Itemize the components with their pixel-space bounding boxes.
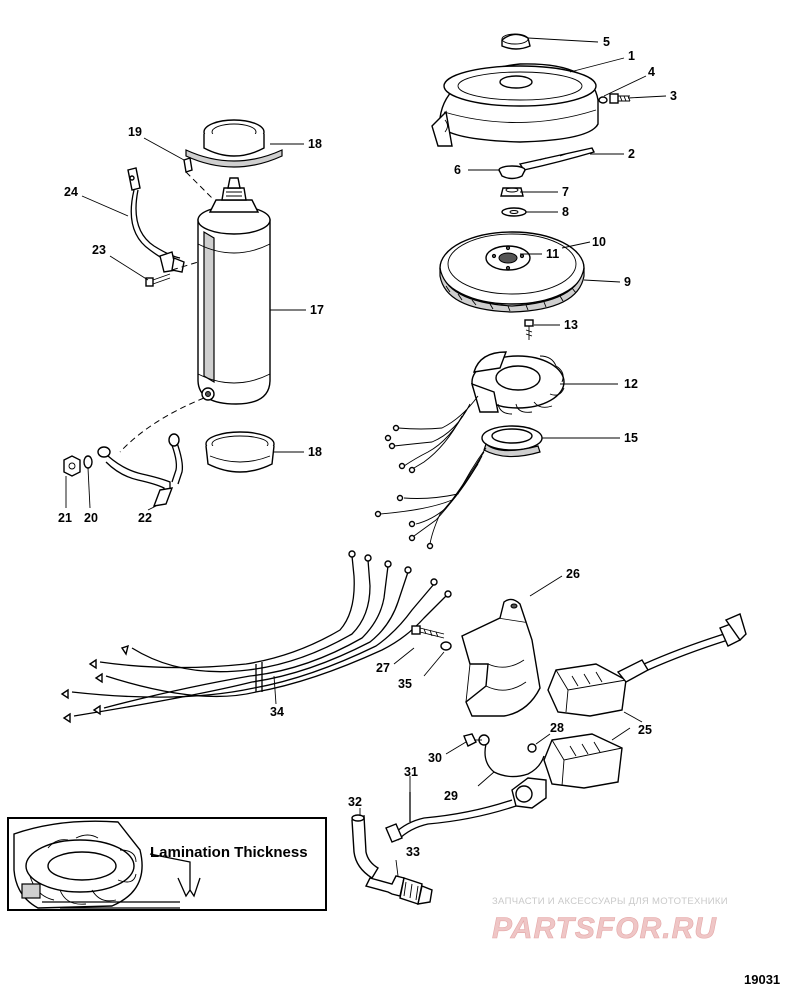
callout-6: 6 bbox=[454, 163, 461, 177]
callout-32: 32 bbox=[348, 795, 362, 809]
leader-lines bbox=[65, 37, 667, 877]
high-tension-lead bbox=[385, 792, 517, 843]
callout-7: 7 bbox=[562, 185, 569, 199]
ground-nut bbox=[63, 455, 81, 477]
callout-31: 31 bbox=[404, 765, 418, 779]
starter-collar-bottom bbox=[205, 431, 275, 473]
callout-22: 22 bbox=[138, 511, 152, 525]
bracket-washer bbox=[440, 641, 452, 651]
screw-and-washer bbox=[598, 93, 631, 104]
callout-5: 5 bbox=[603, 35, 610, 49]
stator-leads bbox=[384, 395, 479, 474]
callout-3: 3 bbox=[670, 89, 677, 103]
callout-34: 34 bbox=[270, 705, 284, 719]
ground-lead bbox=[478, 734, 545, 778]
assembly-line bbox=[171, 261, 199, 271]
ignition-coil-upper bbox=[547, 613, 747, 717]
callout-1: 1 bbox=[628, 49, 635, 63]
callout-19: 19 bbox=[128, 125, 142, 139]
spacer-nut-washer bbox=[498, 165, 527, 217]
callout-26: 26 bbox=[566, 567, 580, 581]
callout-29: 29 bbox=[444, 789, 458, 803]
terminal-clip bbox=[183, 157, 193, 173]
callout-21: 21 bbox=[58, 511, 72, 525]
callout-24: 24 bbox=[64, 185, 78, 199]
ground-cable bbox=[97, 433, 184, 507]
mounting-band bbox=[518, 147, 596, 171]
callout-18-top: 18 bbox=[308, 137, 322, 151]
figure-number: 19031 bbox=[744, 972, 780, 987]
callout-11: 11 bbox=[546, 247, 559, 261]
lamination-thickness-label: Lamination Thickness bbox=[150, 844, 308, 861]
trigger-leads bbox=[374, 447, 487, 550]
callout-10: 10 bbox=[592, 235, 606, 249]
callout-33: 33 bbox=[406, 845, 420, 859]
ground-washer bbox=[83, 455, 93, 469]
watermark-logo: PARTSFOR.RU bbox=[492, 912, 717, 945]
flywheel bbox=[439, 231, 585, 313]
callout-30: 30 bbox=[428, 751, 442, 765]
coil-bracket bbox=[461, 598, 541, 717]
callout-17: 17 bbox=[310, 303, 324, 317]
assembly-line bbox=[119, 397, 205, 453]
cable-screw bbox=[145, 273, 171, 287]
watermark-tagline: ЗАПЧАСТИ И АКСЕССУАРЫ ДЛЯ МОТОТЕХНИКИ bbox=[492, 896, 728, 907]
callout-9: 9 bbox=[624, 275, 631, 289]
callout-8: 8 bbox=[562, 205, 569, 219]
cap-plug bbox=[501, 33, 531, 50]
assembly-line bbox=[185, 171, 213, 199]
callout-12: 12 bbox=[624, 377, 638, 391]
callout-2: 2 bbox=[628, 147, 635, 161]
callout-20: 20 bbox=[84, 511, 98, 525]
lamination-inset: Lamination Thickness bbox=[7, 817, 327, 911]
battery-cable bbox=[127, 167, 185, 273]
callout-18-bottom: 18 bbox=[308, 445, 322, 459]
callout-35: 35 bbox=[398, 677, 412, 691]
trigger-coil bbox=[481, 425, 543, 458]
ground-screw bbox=[463, 733, 482, 747]
callout-23: 23 bbox=[92, 243, 106, 257]
spark-plug-boot bbox=[351, 814, 379, 879]
bracket-screw bbox=[411, 625, 445, 639]
ignition-coil-lower bbox=[511, 733, 623, 809]
wiring-harness bbox=[60, 550, 452, 724]
callout-13: 13 bbox=[564, 318, 578, 332]
flywheel-bolt bbox=[524, 319, 534, 340]
callout-27: 27 bbox=[376, 661, 390, 675]
stator bbox=[470, 351, 565, 415]
flywheel-cover bbox=[431, 63, 599, 147]
callout-4: 4 bbox=[648, 65, 655, 79]
callout-28: 28 bbox=[550, 721, 564, 735]
watermark: ЗАПЧАСТИ И АКСЕССУАРЫ ДЛЯ МОТОТЕХНИКИ PA… bbox=[492, 896, 728, 945]
starter-motor bbox=[197, 177, 271, 405]
callout-15: 15 bbox=[624, 431, 638, 445]
callout-25: 25 bbox=[638, 723, 652, 737]
callout-numbers: 5 1 4 3 2 6 7 8 10 11 9 13 12 15 19 18 2… bbox=[58, 35, 677, 859]
starter-collar-top bbox=[185, 119, 283, 168]
spark-plug bbox=[364, 875, 433, 905]
